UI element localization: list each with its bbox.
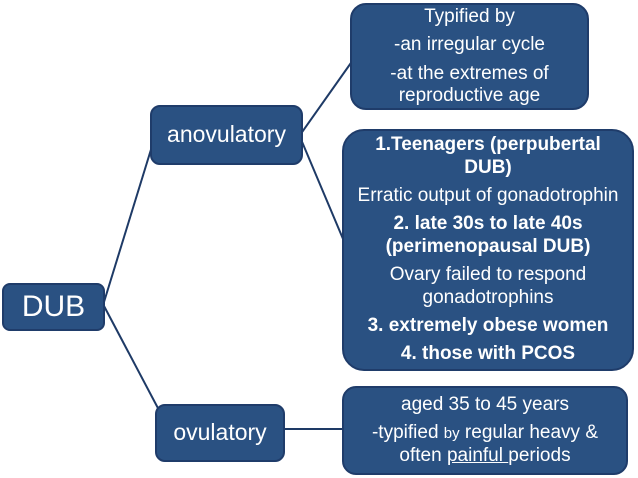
anov-detail-item: 2. late 30s to late 40s (perimenopausal … bbox=[385, 213, 591, 257]
node-dub-label: DUB bbox=[21, 290, 86, 324]
anov-detail-item: 1.Teenagers (perpubertal DUB) bbox=[375, 134, 601, 178]
box-anovulatory-detail: 1.Teenagers (perpubertal DUB) Erratic ou… bbox=[342, 129, 634, 371]
ovul-detail-line2-small-word: by bbox=[443, 425, 460, 443]
node-anovulatory: anovulatory bbox=[150, 105, 303, 165]
anov-detail-item: 3. extremely obese women bbox=[367, 315, 609, 337]
node-dub: DUB bbox=[2, 283, 105, 331]
anov-detail-item: 4. those with PCOS bbox=[400, 343, 576, 365]
connector-anovulatory-typified bbox=[299, 59, 354, 136]
anov-detail-item: Erratic output of gonadotrophin bbox=[357, 184, 619, 206]
box-ovulatory-detail: aged 35 to 45 years -typified by regular… bbox=[342, 386, 628, 475]
connector-dub-ovulatory bbox=[103, 305, 161, 413]
node-ovulatory: ovulatory bbox=[155, 404, 285, 462]
typified-line: Typified by bbox=[424, 5, 515, 27]
node-anovulatory-label: anovulatory bbox=[167, 121, 286, 148]
ovul-detail-line2-part2: regular heavy & often bbox=[399, 422, 598, 466]
node-ovulatory-label: ovulatory bbox=[173, 419, 267, 446]
ovul-detail-line2-underlined-word: painful bbox=[446, 444, 509, 466]
ovul-detail-line2: -typified by regular heavy & often painf… bbox=[359, 422, 611, 467]
ovul-detail-line2-part1: -typified bbox=[371, 422, 444, 444]
box-typified-by: Typified by -an irregular cycle -at the … bbox=[350, 3, 589, 110]
typified-line: -an irregular cycle bbox=[394, 34, 545, 56]
connector-dub-anovulatory bbox=[103, 142, 154, 303]
connector-anovulatory-detail bbox=[299, 136, 347, 247]
ovul-detail-line2-part3: periods bbox=[508, 444, 571, 466]
ovul-detail-line1: aged 35 to 45 years bbox=[401, 393, 569, 415]
anov-detail-item: Ovary failed to respond gonadotrophins bbox=[389, 264, 587, 308]
typified-line: -at the extremes of reproductive age bbox=[390, 62, 549, 106]
